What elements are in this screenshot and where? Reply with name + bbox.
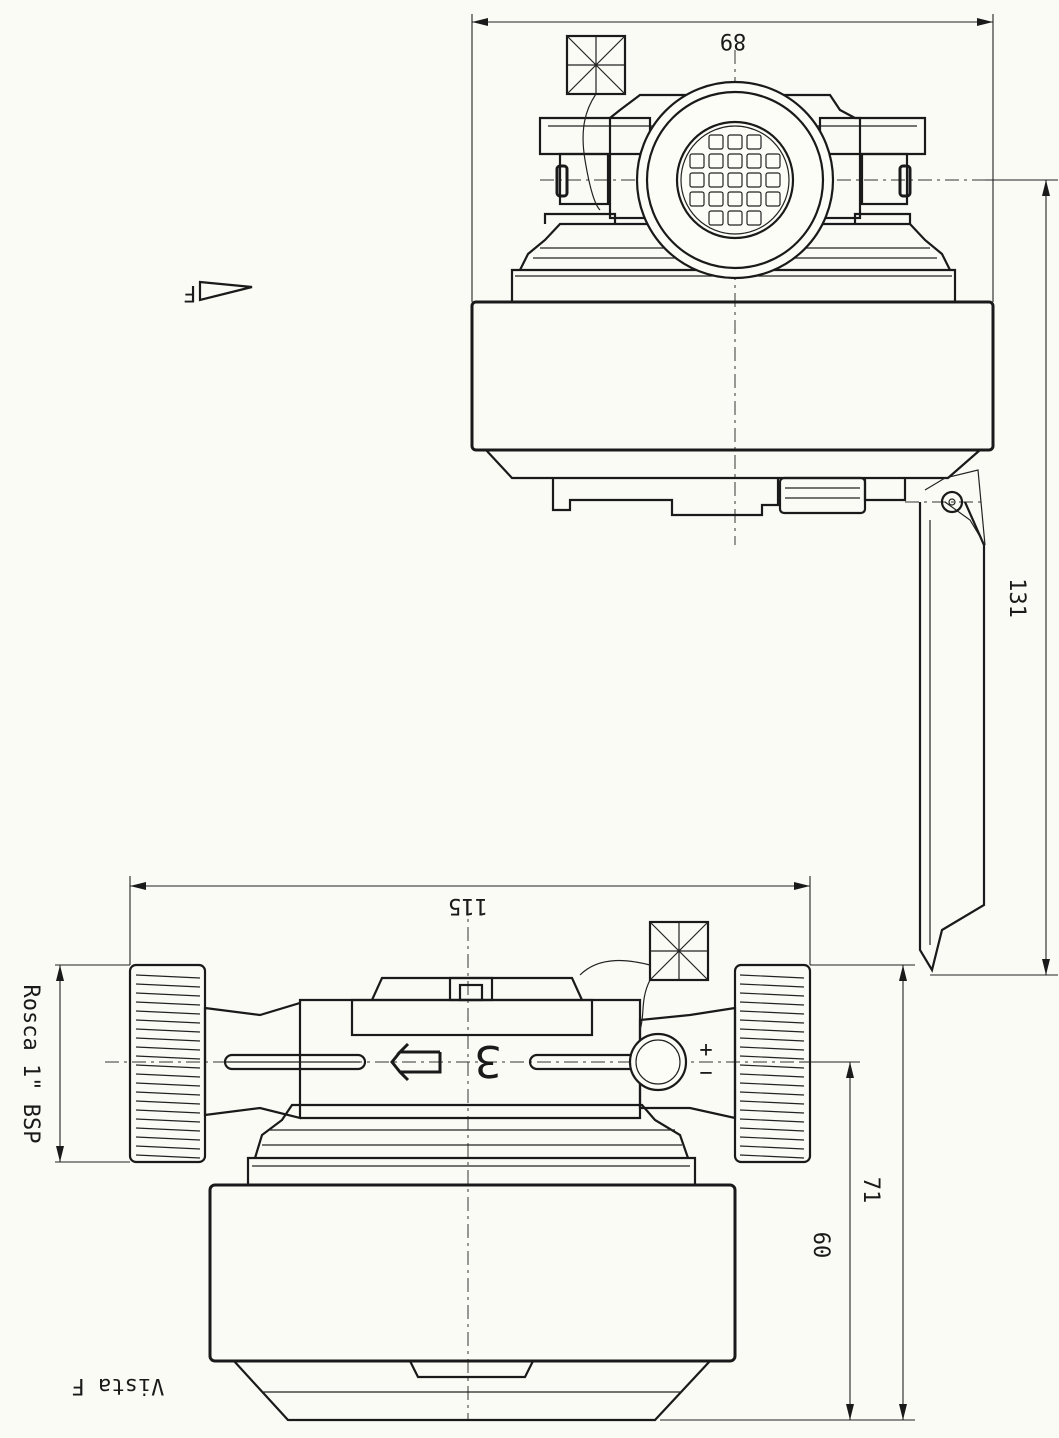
thread-ridge [135,1010,201,1015]
thread-right [733,963,812,1164]
thread-label: Rosca 1" BSP [18,985,43,1144]
thread-ridge [739,1145,805,1150]
thread-ridge [739,1073,805,1078]
dial-digit-window [746,134,762,150]
model-number: 3 [474,1035,502,1086]
thread-ridge [739,1055,805,1060]
thread-ridge [739,1046,805,1051]
dial-digit-window [708,172,724,188]
thread-ridge [135,1019,201,1024]
thread-ridge [739,1037,805,1042]
thread-ridge [135,1091,201,1096]
thread-ridge [135,992,201,997]
thread-ridge [739,1091,805,1096]
view-indicator: F [183,280,253,305]
thread-ridge [135,1046,201,1051]
dial-digit-window [727,172,743,188]
dimension-label-height-total: 71 [858,1177,883,1204]
dimension-label-height-body: 60 [808,1232,833,1259]
thread-ridge [135,1118,201,1123]
thread-ridge [739,1100,805,1105]
thread-ridge [135,1064,201,1069]
dial-digit-window [708,134,724,150]
register-dial [635,80,835,280]
dimension-label-bottom-width: 115 [448,893,488,918]
dimension-label-length: 131 [1004,578,1029,618]
dial-digit-window [708,191,724,207]
dimension-length [930,179,1058,976]
thread-ridge [739,1109,805,1114]
thread-ridge [739,1064,805,1069]
dial-digit-window [765,172,781,188]
dial-digit-window [746,210,762,226]
thread-ridge [739,1001,805,1006]
dial-digit-window [708,153,724,169]
thread-ridge [135,1136,201,1141]
thread-ridge [135,1055,201,1060]
thread-ridge [135,1028,201,1033]
tamper-seal-tag-front [579,920,710,1031]
minus-sign: − [699,1060,712,1085]
dial-digit-window [727,191,743,207]
thread-ridge [135,983,201,988]
front-view: 3 + − 115 71 60 Rosca 1 [18,876,915,1422]
plus-sign: + [699,1037,712,1062]
dimension-bottom-width [129,876,811,965]
dial-digit-window [727,153,743,169]
view-label: Vista F [72,1373,165,1398]
dial-digit-window [727,134,743,150]
dial-digit-window [746,172,762,188]
thread-ridge [135,1073,201,1078]
thread-ridge [739,1136,805,1141]
tamper-seal-tag [565,34,627,211]
dial-digit-window [765,153,781,169]
hinged-lid [918,469,986,973]
pipe-body [203,976,737,1120]
thread-callout-lines [55,964,130,1163]
thread-ridge [135,1100,201,1105]
dial-digit-window [765,191,781,207]
thread-ridge [739,1118,805,1123]
dial-digit-window [727,210,743,226]
thread-ridge [135,1001,201,1006]
thread-ridge [135,1127,201,1132]
thread-ridge [739,1010,805,1015]
thread-ridge [739,974,805,979]
thread-ridge [739,1019,805,1024]
thread-ridge [135,1154,201,1159]
top-view: 89 131 [470,14,1058,976]
dimension-label-top-width: 89 [720,28,747,53]
dial-digit-window [689,153,705,169]
view-marker: F [183,280,196,305]
thread-ridge [135,1082,201,1087]
thread-left [128,963,207,1164]
thread-ridge [135,974,201,979]
thread-ridge [739,983,805,988]
thread-ridge [135,1037,201,1042]
meter-chamber [208,1103,737,1422]
dial-digit-window [746,191,762,207]
thread-ridge [739,1154,805,1159]
dial-digit-window [746,153,762,169]
dimension-top-width [471,14,994,302]
thread-ridge [739,1082,805,1087]
dial-digit-window [689,172,705,188]
bottom-mechanism [551,476,907,517]
dimension-heights [660,964,915,1421]
thread-ridge [739,992,805,997]
thread-ridge [135,1145,201,1150]
dial-digit-window [689,191,705,207]
thread-ridge [739,1127,805,1132]
thread-ridge [135,1109,201,1114]
thread-ridge [739,1028,805,1033]
dial-digit-window [708,210,724,226]
